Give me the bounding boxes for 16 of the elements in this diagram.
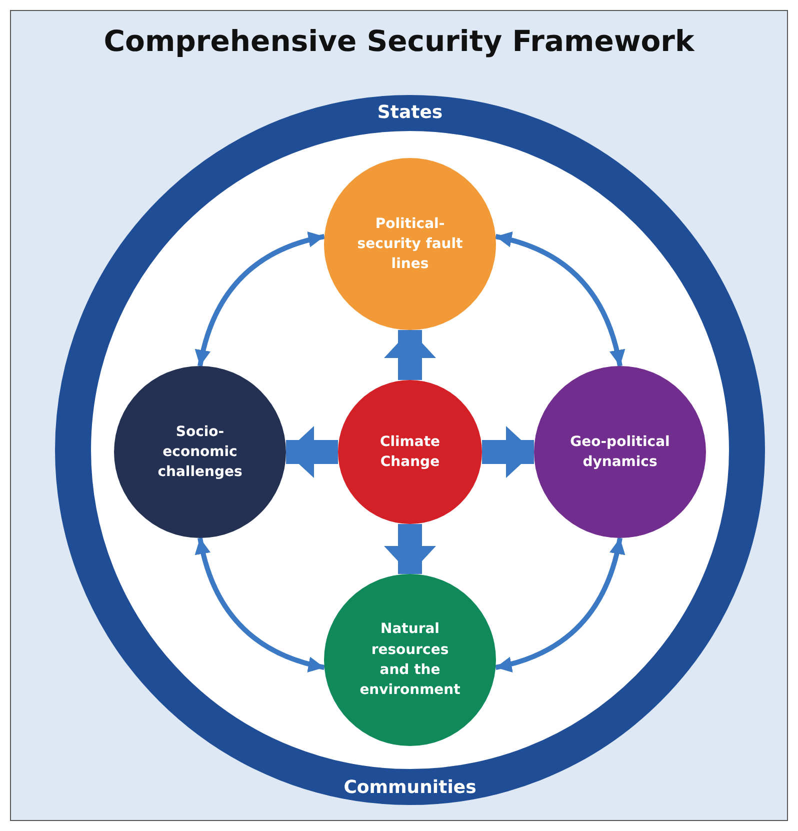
block-arrow [482, 426, 534, 478]
node-label: Geo-political dynamics [569, 432, 671, 472]
curved-double-arrow [195, 537, 325, 672]
ring-label: Communities [344, 777, 476, 798]
node-label: Climate Change [378, 432, 442, 472]
node-label: Political-security fault lines [356, 214, 464, 274]
node-label: Socio-economic challenges [156, 422, 244, 482]
title: Comprehensive Security Framework [102, 24, 696, 58]
ring-label: States [377, 102, 443, 123]
curved-double-arrow [495, 537, 625, 672]
block-arrow [384, 524, 436, 574]
curved-double-arrow [495, 232, 625, 367]
node-label: Natural resources and the environment [358, 620, 462, 700]
block-arrow [384, 330, 436, 380]
block-arrow [286, 426, 338, 478]
curved-double-arrow [195, 232, 325, 367]
